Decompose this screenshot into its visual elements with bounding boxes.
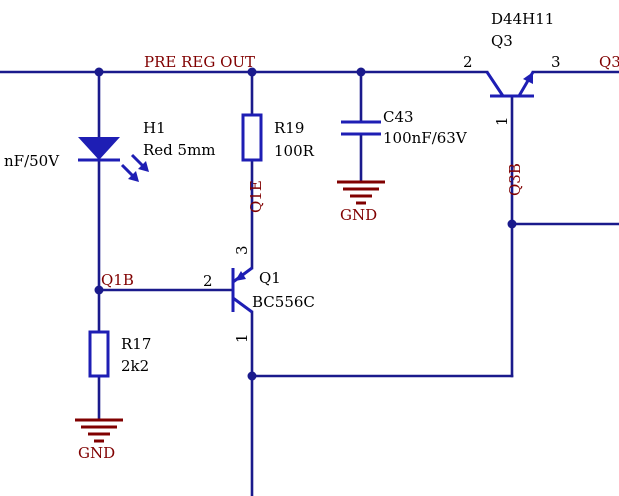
h1-cut-value: nF/50V: [4, 152, 60, 170]
q1-pin-base: 2: [203, 272, 213, 290]
wires: [0, 70, 619, 496]
r19-value: 100R: [274, 142, 315, 160]
gnd-label: GND: [78, 444, 115, 462]
net-label-q1e: Q1E: [247, 180, 265, 213]
q3-pin-base: 1: [493, 116, 511, 126]
net-label-pre-reg-out: PRE REG OUT: [144, 53, 255, 71]
q1-designator: Q1: [259, 269, 281, 287]
q1-value: BC556C: [252, 293, 315, 311]
junctions: [94, 67, 517, 381]
h1-designator: H1: [143, 119, 166, 137]
resistor-icon: [88, 330, 110, 378]
pnp-transistor-icon: [231, 266, 253, 314]
gnd-label: GND: [340, 206, 377, 224]
r19-designator: R19: [274, 119, 304, 137]
q3-designator: Q3: [491, 32, 513, 50]
ground-icon: [337, 180, 385, 205]
junction-dot: [356, 67, 366, 77]
ground-icon: [75, 418, 123, 443]
junction-dot: [507, 219, 517, 229]
led-icon: [78, 137, 149, 182]
r17-value: 2k2: [121, 357, 149, 375]
npn-transistor-icon: [485, 71, 535, 98]
net-label-q3b: Q3B: [506, 163, 524, 196]
resistor-icon: [241, 113, 263, 162]
capacitor-icon: [341, 120, 381, 136]
q3-value: D44H11: [491, 10, 554, 28]
c43-value: 100nF/63V: [383, 129, 468, 147]
q1-pin-emitter: 3: [233, 245, 251, 255]
h1-value: Red 5mm: [143, 141, 216, 159]
net-label-q3-cut: Q3: [599, 53, 619, 71]
junction-dot: [247, 371, 257, 381]
net-label-q1b: Q1B: [101, 271, 134, 289]
q3-pin-collector: 2: [463, 53, 473, 71]
junction-dot: [247, 67, 257, 77]
c43-designator: C43: [383, 108, 414, 126]
q3-pin-emitter: 3: [551, 53, 561, 71]
junction-dot: [94, 285, 104, 295]
r17-designator: R17: [121, 335, 151, 353]
q1-pin-collector: 1: [233, 333, 251, 343]
junction-dot: [94, 67, 104, 77]
